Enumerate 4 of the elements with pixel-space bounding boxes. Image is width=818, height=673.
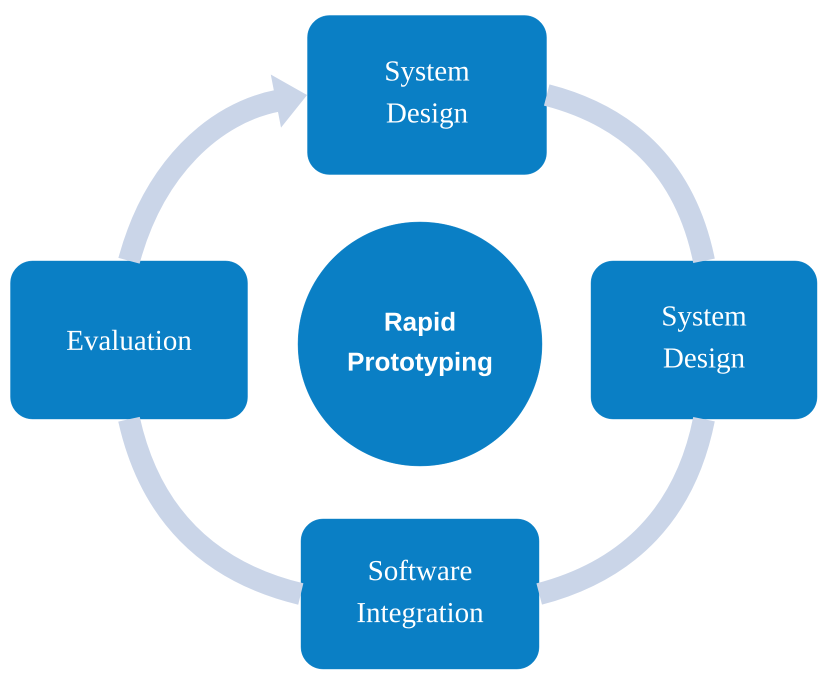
process-box: System Design (590, 260, 818, 420)
process-box: Software Integration (300, 518, 540, 670)
process-box: System Design (307, 15, 547, 175)
process-box: Evaluation (10, 260, 248, 420)
